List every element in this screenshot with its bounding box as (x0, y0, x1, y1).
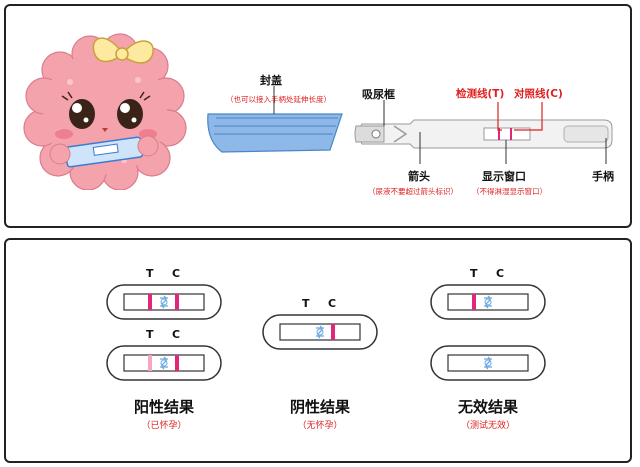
arrow-note: （尿液不要超过箭头标识） (368, 187, 458, 196)
t-mark: T (470, 267, 478, 280)
invalid-test-cassette-t-only (430, 284, 546, 320)
control-line-label: 对照线(C) (514, 88, 563, 100)
results-panel: T C T C 阳性结果 （已怀孕） T C 阴性结果 （无怀孕） T C 无效… (4, 238, 632, 463)
positive-faint-test-cassette (106, 345, 222, 381)
window-label: 显示窗口 (482, 170, 526, 183)
test-line-mark (148, 294, 152, 310)
t-mark: T (146, 328, 154, 341)
negative-result-subtitle: （无怀孕） (297, 421, 343, 431)
positive-result-subtitle: （已怀孕） (141, 421, 187, 431)
cap-illustration (207, 113, 343, 153)
handle-label: 手柄 (592, 170, 614, 183)
test-anatomy-panel: 封盖 （也可以接入手柄处延伸长度） 吸尿框 检测线(T) 对照线(C) 箭头 （… (4, 4, 632, 228)
mascot-illustration (23, 33, 187, 190)
cap-note: （也可以接入手柄处延伸长度） (226, 95, 331, 104)
c-mark: C (328, 297, 337, 310)
t-mark: T (146, 267, 154, 280)
invalid-result-title: 无效结果 (457, 398, 518, 416)
test-line-label: 检测线(T) (456, 88, 505, 100)
c-mark: C (496, 267, 505, 280)
c-mark: C (172, 328, 181, 341)
cap-label: 封盖 (260, 74, 282, 87)
test-stick-illustration (354, 119, 613, 149)
faint-test-line-mark (148, 355, 152, 371)
c-mark: C (172, 267, 181, 280)
invalid-result-subtitle: （测试无效） (460, 421, 515, 431)
control-line-mark (175, 355, 179, 371)
negative-result-title: 阴性结果 (289, 398, 350, 416)
control-line-mark (331, 324, 335, 340)
positive-result-title: 阳性结果 (133, 398, 194, 416)
control-line-mark (175, 294, 179, 310)
label-leader-lines (273, 86, 607, 164)
absorbent-tip-label: 吸尿框 (362, 88, 395, 101)
positive-test-cassette (106, 284, 222, 320)
t-mark: T (302, 297, 310, 310)
arrow-label: 箭头 (408, 170, 430, 183)
test-line-mark (472, 294, 476, 310)
negative-test-cassette (262, 314, 378, 350)
window-note: （不得淋湿显示窗口） (472, 187, 547, 196)
invalid-test-cassette-no-lines (430, 345, 546, 381)
